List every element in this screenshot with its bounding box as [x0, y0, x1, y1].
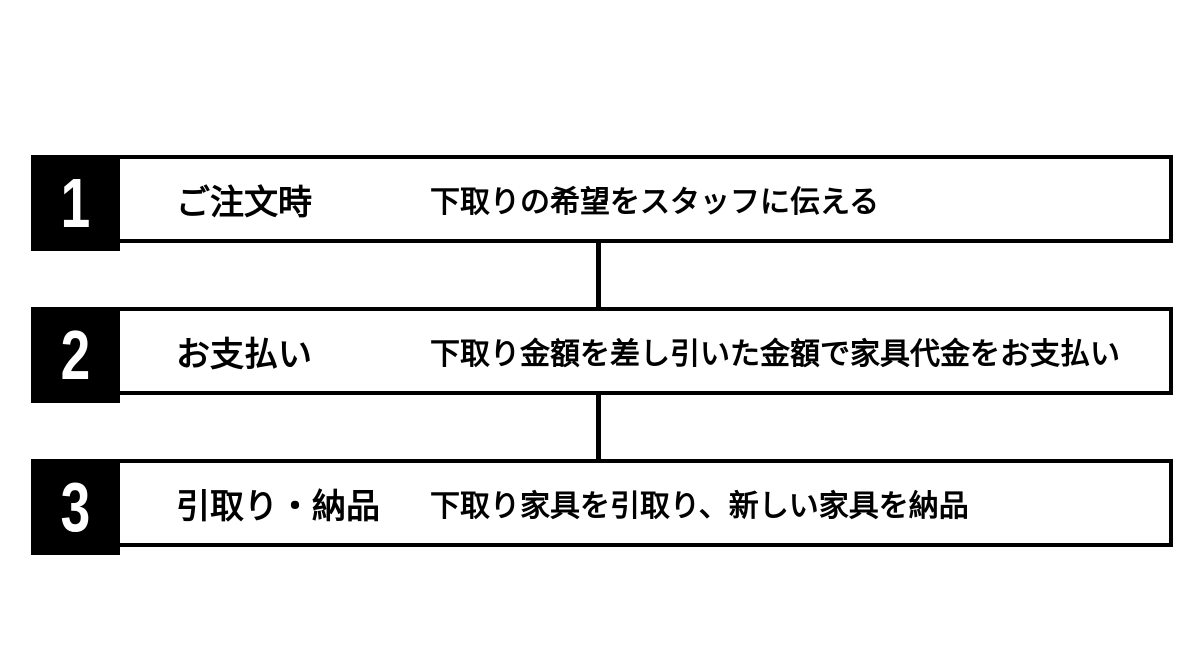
- flow-step-3: 3 引取り・納品 下取り家具を引取り、新しい家具を納品: [31, 459, 1173, 555]
- step-description: 下取り金額を差し引いた金額で家具代金をお支払い: [430, 338, 1120, 371]
- step-number: 2: [60, 316, 91, 394]
- step-number-badge: 2: [31, 307, 120, 403]
- step-title: お支払い: [176, 335, 312, 374]
- step-number-badge: 3: [31, 459, 120, 555]
- step-number: 1: [60, 164, 91, 242]
- step-number-badge: 1: [31, 155, 120, 251]
- connector-line: [596, 395, 601, 459]
- step-content: お支払い 下取り金額を差し引いた金額で家具代金をお支払い: [176, 311, 1169, 391]
- step-content: 引取り・納品 下取り家具を引取り、新しい家具を納品: [176, 463, 1169, 543]
- flow-step-1: 1 ご注文時 下取りの希望をスタッフに伝える: [31, 155, 1173, 251]
- flow-step-2: 2 お支払い 下取り金額を差し引いた金額で家具代金をお支払い: [31, 307, 1173, 403]
- step-number: 3: [60, 468, 91, 546]
- step-content: ご注文時 下取りの希望をスタッフに伝える: [176, 159, 1169, 239]
- step-title: ご注文時: [176, 183, 312, 222]
- step-description: 下取り家具を引取り、新しい家具を納品: [430, 490, 969, 523]
- step-title: 引取り・納品: [176, 487, 380, 526]
- step-description: 下取りの希望をスタッフに伝える: [430, 186, 880, 219]
- connector-line: [596, 243, 601, 307]
